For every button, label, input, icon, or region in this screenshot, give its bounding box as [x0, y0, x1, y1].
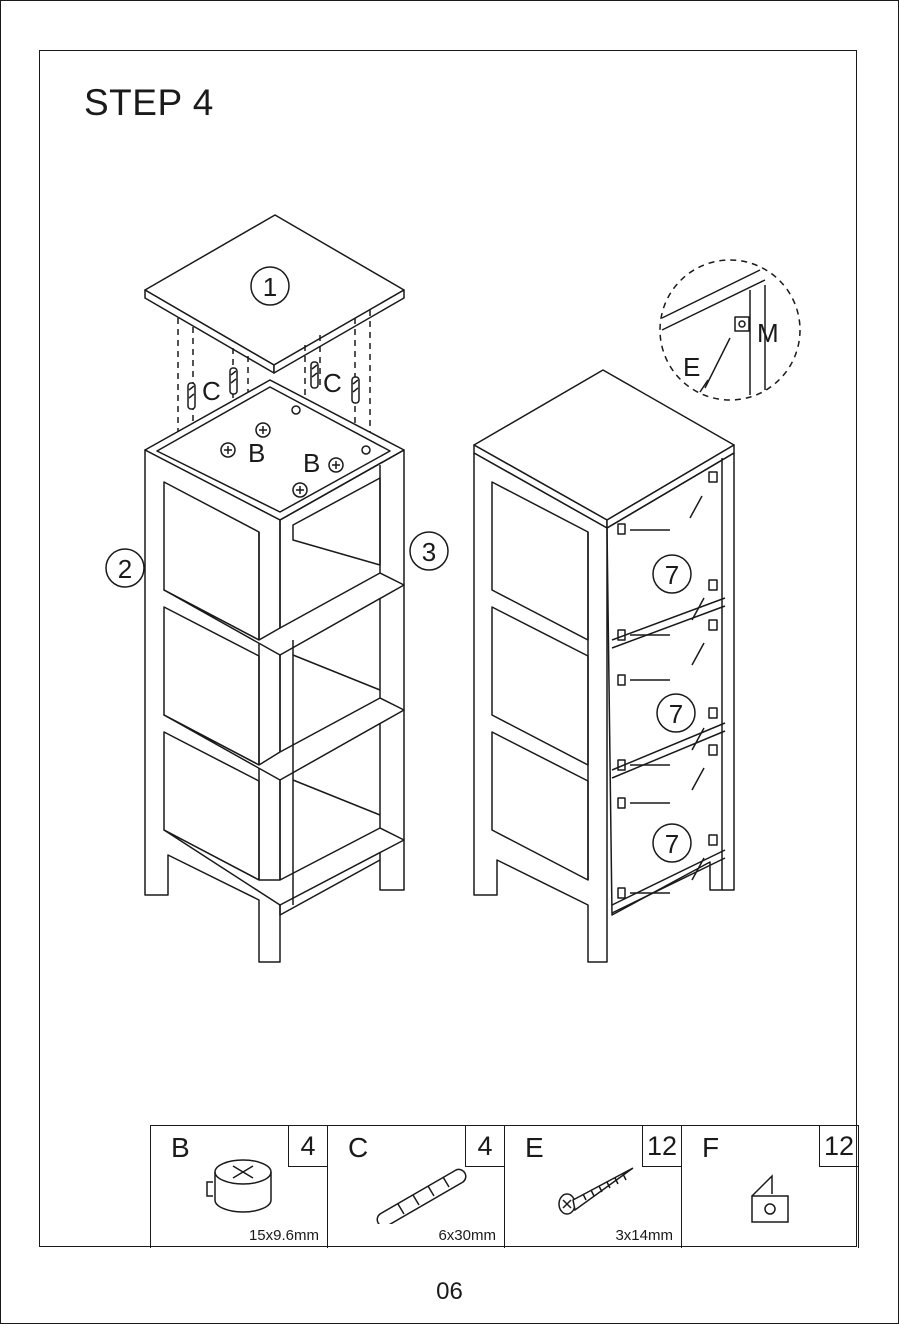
part-quantity: 12: [819, 1126, 858, 1167]
part-size: 3x14mm: [615, 1227, 673, 1244]
part-quantity: 12: [642, 1126, 681, 1167]
callout-cam-b-right: B: [303, 448, 320, 478]
detail-inset: [660, 260, 800, 400]
part-quantity: 4: [465, 1126, 504, 1167]
parts-list: B 4 15x9.6mm C 4 6x30mm E 12 3x14mm F 12: [150, 1125, 859, 1248]
bracket-icon: [722, 1154, 822, 1224]
callout-part-7b: 7: [669, 699, 683, 729]
part-quantity: 4: [288, 1126, 327, 1167]
part-f: F 12: [682, 1126, 859, 1248]
callout-dowel-c-left: C: [202, 376, 221, 406]
callout-cam-b-left: B: [248, 438, 265, 468]
part-letter: C: [348, 1132, 368, 1164]
callout-part-7a: 7: [665, 560, 679, 590]
part-size: 6x30mm: [438, 1227, 496, 1244]
part-letter: F: [702, 1132, 719, 1164]
callout-screw-e: E: [683, 352, 700, 382]
page-number: 06: [0, 1278, 899, 1306]
callout-part-2: 2: [118, 554, 132, 584]
part-c: C 4 6x30mm: [328, 1126, 505, 1248]
part-size: 15x9.6mm: [249, 1227, 319, 1244]
wooden-dowel-icon: [368, 1154, 468, 1224]
callout-part-1: 1: [263, 272, 277, 302]
cam-lock-icon: [191, 1154, 291, 1224]
part-e: E 12 3x14mm: [505, 1126, 682, 1248]
assembly-illustration: 1 C C: [0, 0, 899, 1100]
part-b: B 4 15x9.6mm: [151, 1126, 328, 1248]
callout-part-3: 3: [422, 537, 436, 567]
screw-icon: [545, 1154, 645, 1224]
part-letter: E: [525, 1132, 544, 1164]
callout-part-7c: 7: [665, 829, 679, 859]
part-letter: B: [171, 1132, 190, 1164]
callout-dowel-c-right: C: [323, 368, 342, 398]
left-shelf-unit: [145, 380, 404, 962]
callout-bracket-m: M: [757, 318, 779, 348]
